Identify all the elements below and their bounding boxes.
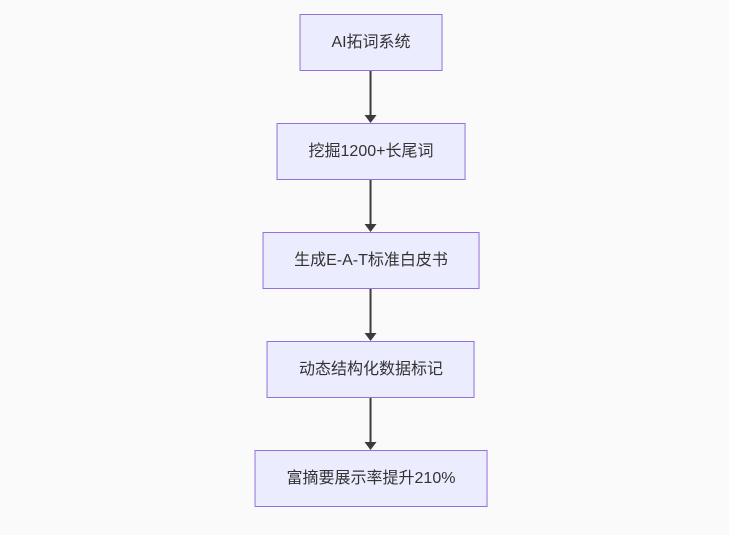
flow-node-label: 动态结构化数据标记 — [298, 361, 443, 378]
arrow-down-icon — [365, 115, 377, 123]
edge-line — [370, 180, 372, 224]
flow-node-longtail-mining: 挖掘1200+长尾词 — [276, 123, 466, 180]
flow-node-label: 富摘要展示率提升210% — [286, 470, 456, 487]
edge-line — [370, 71, 372, 115]
flow-edge-2-3 — [365, 180, 377, 232]
flow-edge-1-2 — [365, 71, 377, 123]
flow-node-eat-whitepaper: 生成E-A-T标准白皮书 — [262, 232, 480, 289]
flow-edge-4-5 — [365, 398, 377, 450]
flow-node-label: 挖掘1200+长尾词 — [308, 143, 434, 160]
arrow-down-icon — [365, 333, 377, 341]
flow-node-label: 生成E-A-T标准白皮书 — [294, 252, 448, 269]
arrow-down-icon — [365, 224, 377, 232]
flowchart: AI拓词系统 挖掘1200+长尾词 生成E-A-T标准白皮书 动态结构化数据标记 — [254, 14, 488, 507]
edge-line — [370, 289, 372, 333]
flow-node-ai-keyword-system: AI拓词系统 — [299, 14, 443, 71]
edge-line — [370, 398, 372, 442]
flow-node-rich-snippet-rate: 富摘要展示率提升210% — [254, 450, 488, 507]
flow-node-structured-data-markup: 动态结构化数据标记 — [266, 341, 475, 398]
arrow-down-icon — [365, 442, 377, 450]
flow-node-label: AI拓词系统 — [331, 34, 411, 51]
flow-edge-3-4 — [365, 289, 377, 341]
